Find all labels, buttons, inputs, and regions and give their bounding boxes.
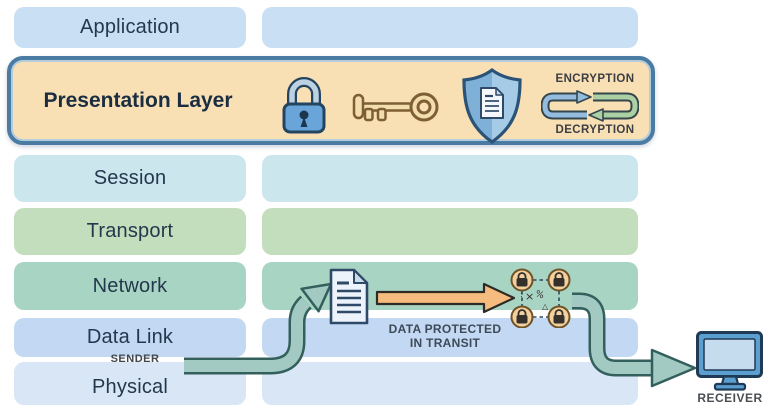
- svg-text::: :: [520, 290, 523, 299]
- layer-bar-right-network: [262, 262, 638, 310]
- receiver-monitor-icon: [696, 331, 763, 391]
- svg-text:×: ×: [525, 290, 534, 303]
- document-icon: [329, 268, 369, 325]
- encryption-decryption-cycle-icon: [541, 90, 639, 122]
- layer-row-physical: Physical: [14, 362, 246, 405]
- layer-label-application: Application: [79, 16, 181, 38]
- presentation-layer-label: Presentation Layer: [43, 88, 233, 112]
- layer-row-session: Session: [14, 155, 246, 202]
- layer-bar-right-application: [262, 7, 638, 48]
- shield-document-icon: [462, 68, 522, 144]
- sender-label: SENDER: [110, 353, 160, 365]
- svg-text:△: △: [542, 302, 549, 311]
- encrypted-data-locks-icon: × % △ :: [510, 268, 571, 328]
- layer-label-data-link: Data Link: [86, 326, 174, 348]
- layer-label-session: Session: [93, 167, 167, 189]
- presentation-layer-box: Presentation Layer: [7, 56, 655, 145]
- layer-row-application: Application: [14, 7, 246, 48]
- layer-bar-right-physical: [262, 362, 638, 405]
- layer-row-data-link: Data Link: [14, 318, 246, 357]
- receiver-label: RECEIVER: [697, 391, 763, 405]
- key-icon: [352, 92, 439, 122]
- decryption-label: DECRYPTION: [555, 124, 635, 136]
- layer-row-network: Network: [14, 262, 246, 310]
- layer-row-transport: Transport: [14, 208, 246, 255]
- layer-label-physical: Physical: [91, 376, 169, 398]
- svg-text:%: %: [534, 289, 546, 301]
- layer-bar-right-transport: [262, 208, 638, 255]
- transit-label-line1: DATA PROTECTED: [388, 322, 502, 336]
- encryption-label: ENCRYPTION: [555, 73, 635, 85]
- padlock-icon: [282, 77, 326, 134]
- transit-label: DATA PROTECTED IN TRANSIT: [378, 322, 512, 350]
- layer-label-transport: Transport: [86, 220, 174, 242]
- layer-bar-right-session: [262, 155, 638, 202]
- layer-label-network: Network: [92, 274, 168, 297]
- transit-label-line2: IN TRANSIT: [409, 336, 481, 350]
